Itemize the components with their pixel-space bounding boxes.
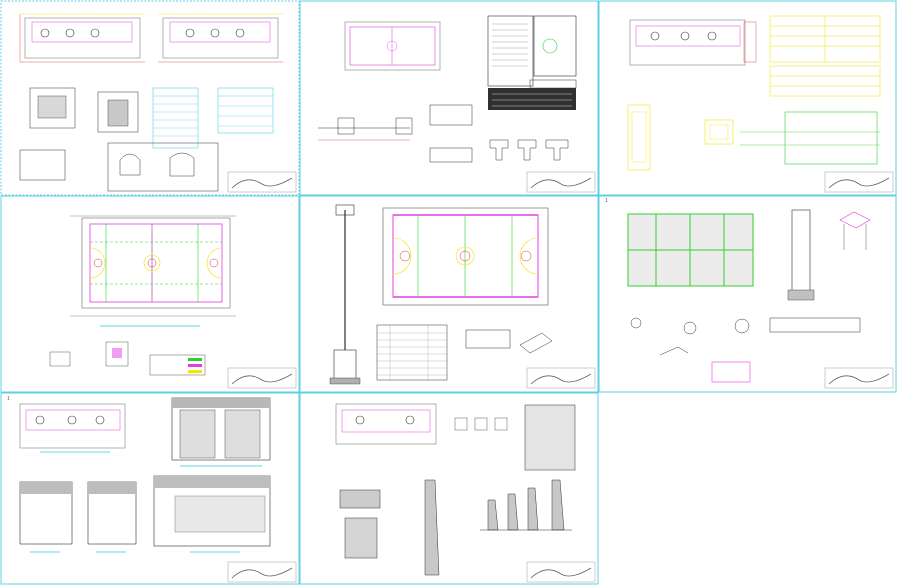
sheet-court-layout[interactable] — [0, 195, 300, 393]
sheet6-content — [627, 209, 894, 389]
sheet-elevations[interactable] — [0, 392, 300, 585]
title-block-stamp — [227, 171, 297, 193]
title-block-stamp — [526, 561, 596, 583]
title-block-stamp — [824, 171, 894, 193]
sheet-toilets-detail[interactable] — [0, 0, 300, 196]
sheet3-content — [627, 15, 894, 193]
title-block-stamp — [227, 367, 297, 389]
sheet4-content — [49, 215, 297, 389]
sheet-court-plan-notes[interactable] — [299, 0, 599, 196]
sheet-retaining-walls[interactable] — [299, 392, 599, 585]
sheet-lighting-court[interactable] — [299, 195, 599, 393]
lamp-post-icon — [329, 204, 361, 385]
title-block-stamp — [824, 367, 894, 389]
title-block-stamp — [227, 561, 297, 583]
sheet2-content — [318, 15, 596, 193]
toilet-plan-left — [19, 13, 145, 63]
sheet-mark-7: 1 — [7, 396, 10, 402]
sheet8-content — [335, 403, 596, 583]
sheet-foundation-details[interactable] — [598, 195, 897, 393]
title-block-stamp — [526, 367, 596, 389]
title-block-stamp — [526, 171, 596, 193]
toilet-plan-right — [158, 13, 283, 63]
sheet-services-elevation[interactable] — [598, 0, 897, 196]
sheet1-content — [19, 13, 297, 193]
sheet-mark-6: 1 — [605, 198, 608, 204]
sheet7-content — [19, 397, 297, 583]
sheet5-content — [329, 204, 596, 389]
